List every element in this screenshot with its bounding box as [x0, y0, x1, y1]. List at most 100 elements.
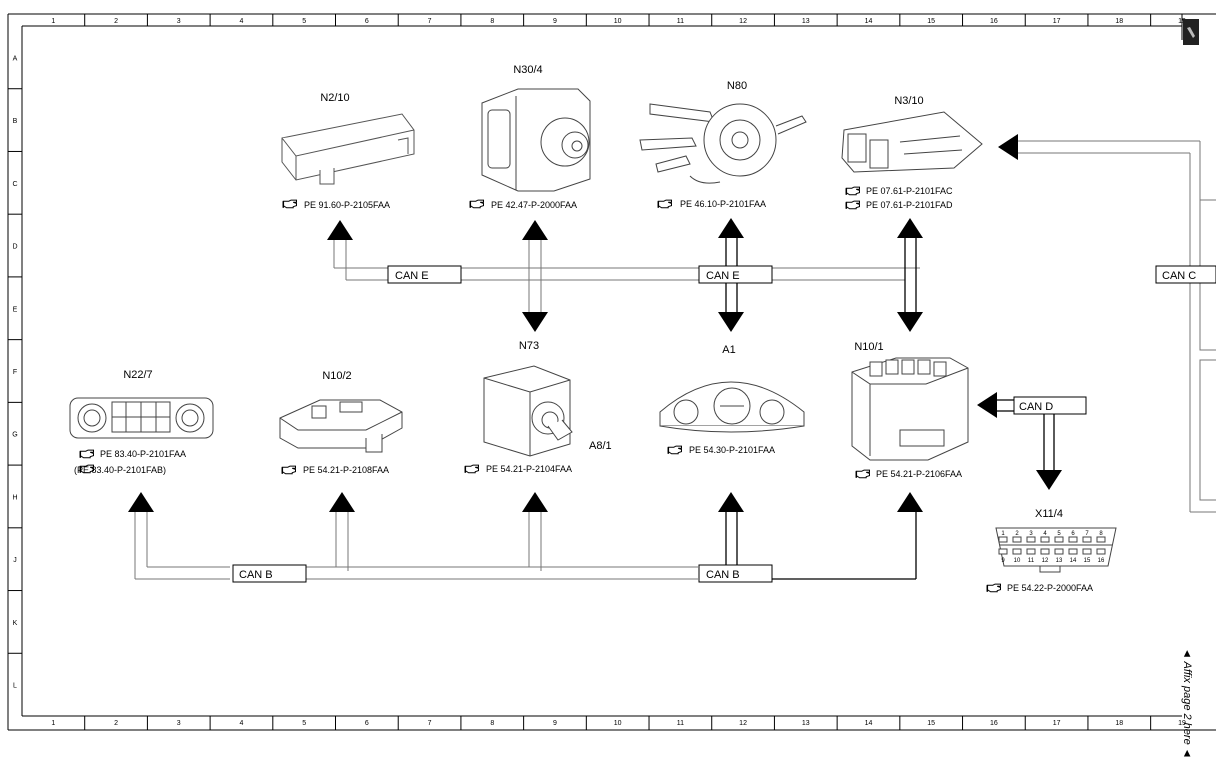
row-letter: F	[13, 369, 17, 376]
reference-code: PE 07.61-P-2101FAC	[866, 186, 953, 196]
column-number: 12	[739, 720, 747, 727]
reference-hand-icon	[281, 465, 297, 475]
column-number: 11	[677, 18, 684, 25]
column-number: 4	[240, 720, 244, 727]
pin-number: 11	[1028, 558, 1035, 564]
arrow-up-n3-10	[897, 218, 923, 238]
arrow-up-n22-7	[128, 492, 154, 512]
row-letter: B	[13, 118, 18, 125]
svg-text:CAN E: CAN E	[706, 270, 740, 282]
column-number: 9	[553, 720, 557, 727]
column-number: 17	[1053, 720, 1061, 727]
column-number: 17	[1053, 18, 1061, 25]
pin-socket	[1068, 548, 1078, 555]
column-number: 6	[365, 720, 369, 727]
pin-socket	[1096, 548, 1106, 555]
can-d-bus	[994, 399, 1055, 472]
pin-socket	[1012, 536, 1022, 543]
reference-hand-icon	[845, 186, 861, 196]
column-number: 3	[177, 18, 181, 25]
can-b-left-label: CAN B	[232, 564, 307, 583]
pin-number: 3	[1029, 531, 1033, 537]
component-label: N30/4	[513, 64, 542, 76]
column-number: 7	[428, 720, 432, 727]
column-number: 18	[1115, 18, 1123, 25]
pin-socket	[1040, 548, 1050, 555]
column-number: 19	[1178, 18, 1186, 25]
column-number: 13	[802, 720, 810, 727]
row-letter: A	[13, 55, 18, 62]
pin-number: 1	[1001, 531, 1005, 537]
pin-number: 8	[1099, 531, 1103, 537]
column-number: 1	[51, 720, 55, 727]
column-number: 8	[490, 720, 494, 727]
pin-socket	[1040, 536, 1050, 543]
pin-number: 15	[1084, 558, 1091, 564]
column-number: 2	[114, 720, 118, 727]
row-letter: E	[13, 306, 18, 313]
row-letter: G	[12, 432, 17, 439]
can-b-gateway-lines	[725, 510, 917, 580]
arrow-up-n10-2	[329, 492, 355, 512]
component-n10-1: N10/1 PE 54.21-P-2106FAA	[851, 341, 969, 479]
column-number: 1	[51, 18, 55, 25]
column-number: 14	[865, 18, 873, 25]
bus-arrows	[128, 134, 1062, 512]
engine-control-unit-icon	[841, 111, 983, 173]
pin-number: 4	[1043, 531, 1047, 537]
corner-fold-icon	[1183, 19, 1199, 45]
reference-code: PE 46.10-P-2101FAA	[680, 199, 766, 209]
component-n80: N80 PE 46.10-P-2101FAA	[639, 80, 807, 209]
pin-number: 12	[1042, 558, 1049, 564]
reference-code: PE 54.21-P-2108FAA	[303, 465, 389, 475]
column-number: 5	[302, 720, 306, 727]
reference-code: PE 83.40-P-2101FAA	[100, 449, 186, 459]
reference-code: PE 54.21-P-2106FAA	[876, 469, 962, 479]
column-number: 2	[114, 18, 118, 25]
component-label: N22/7	[123, 369, 152, 381]
arrow-down-n10-1	[897, 312, 923, 332]
pin-number: 10	[1014, 558, 1021, 564]
can-b-bus	[134, 510, 698, 580]
pin-number: 2	[1015, 531, 1019, 537]
pin-number: 5	[1057, 531, 1061, 537]
component-label: N10/1	[854, 341, 883, 353]
pin-socket	[1026, 536, 1036, 543]
row-letter: J	[13, 557, 17, 564]
arrow-down-n73	[522, 312, 548, 332]
can-c-bus	[1018, 140, 1216, 513]
arrow-left-n3-10	[998, 134, 1018, 160]
arrow-up-n10-1	[897, 492, 923, 512]
column-number: 5	[302, 18, 306, 25]
component-label: N80	[727, 80, 747, 92]
arrow-up-n80	[718, 218, 744, 238]
reference-hand-icon	[464, 464, 480, 474]
svg-text:CAN B: CAN B	[239, 569, 273, 581]
abs-module-icon	[481, 88, 591, 192]
component-n22-7: N22/7 PE 83.40-P-2101FAA (PE 83.40-P-210…	[69, 369, 214, 475]
column-number: 19	[1178, 720, 1186, 727]
can-b-right-label: CAN B	[698, 564, 773, 583]
row-letter: C	[12, 181, 17, 188]
reference-hand-icon	[855, 469, 871, 479]
arrow-up-a1	[718, 492, 744, 512]
svg-text:CAN E: CAN E	[395, 270, 429, 282]
reference-hand-icon	[79, 449, 95, 459]
pin-number: 7	[1085, 531, 1089, 537]
pin-number: 9	[1001, 558, 1005, 564]
can-e-right-label: CAN E	[698, 265, 773, 284]
column-number: 3	[177, 720, 181, 727]
arrow-up-n2-10	[327, 220, 353, 240]
can-e-left-label: CAN E	[387, 265, 462, 284]
climate-control-panel-icon	[69, 397, 214, 439]
component-label: N73	[519, 340, 539, 352]
column-number: 11	[677, 720, 684, 727]
column-number: 15	[927, 18, 935, 25]
can-d-label: CAN D	[1013, 396, 1087, 415]
column-number: 8	[490, 18, 494, 25]
sam-module-icon	[279, 399, 403, 453]
reference-code: PE 54.22-P-2000FAA	[1007, 583, 1093, 593]
